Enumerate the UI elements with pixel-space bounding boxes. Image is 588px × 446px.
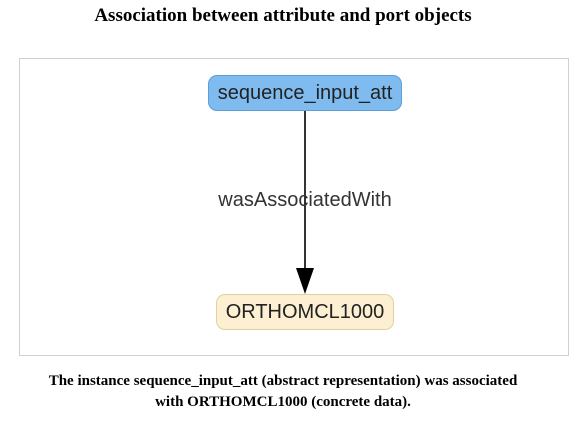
node-target-label: ORTHOMCL1000 <box>225 300 385 323</box>
diagram-canvas: sequence_input_att wasAssociatedWith ORT… <box>19 58 569 356</box>
edge-layer <box>296 111 314 294</box>
page-title: Association between attribute and port o… <box>94 5 472 26</box>
node-sequence-input-att[interactable]: sequence_input_att <box>208 75 402 111</box>
edge-label: wasAssociatedWith <box>218 189 392 211</box>
caption-line-2: with ORTHOMCL1000 (concrete data). <box>155 394 411 410</box>
node-source-label: sequence_input_att <box>217 81 393 104</box>
figure-caption: The instance sequence_input_att (abstrac… <box>0 371 566 413</box>
arrowhead-icon <box>296 268 314 294</box>
node-orthomcl1000[interactable]: ORTHOMCL1000 <box>216 294 394 330</box>
caption-line-1: The instance sequence_input_att (abstrac… <box>48 373 518 389</box>
